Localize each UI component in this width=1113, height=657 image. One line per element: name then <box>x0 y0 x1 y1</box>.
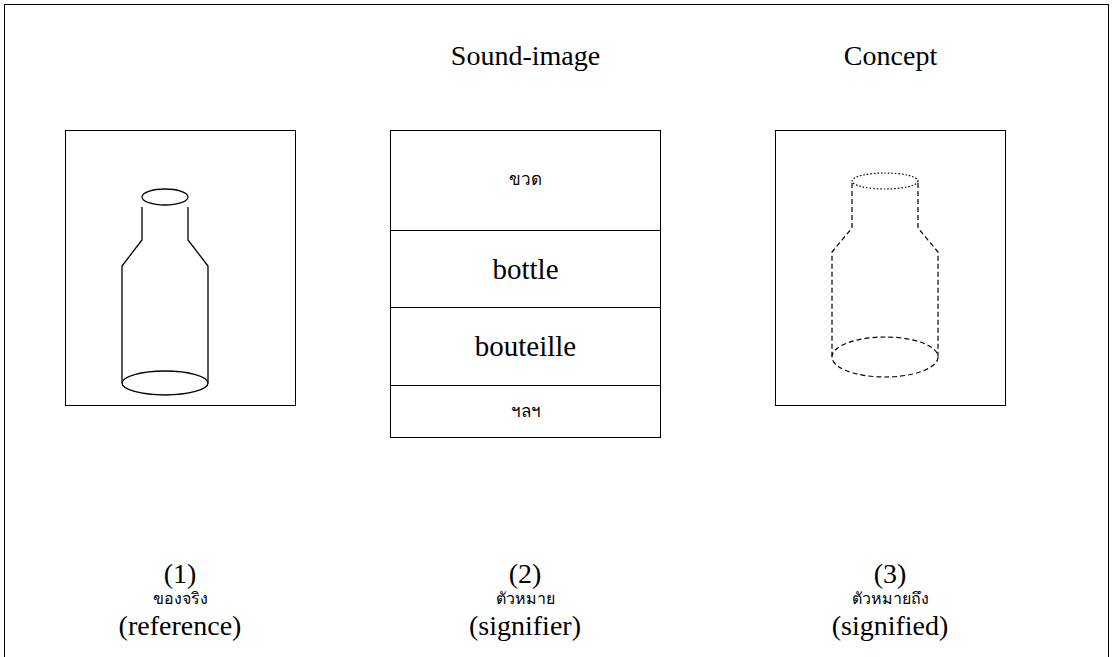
caption-text: ตัวหมาย <box>496 590 555 608</box>
caption-text: ตัวหมายถึง <box>852 590 929 608</box>
callout-number: (2) <box>509 558 542 590</box>
signified-box: Concept <box>775 130 1006 406</box>
word-text: bottle <box>492 254 558 286</box>
word-band: bottle <box>390 230 661 308</box>
bottle-left-side <box>122 207 142 383</box>
word-text: ฯลฯ <box>511 403 541 422</box>
caption-text: (reference) <box>119 610 242 642</box>
bottle-mouth <box>142 189 188 205</box>
concept-bottle <box>832 173 938 377</box>
caption-text: (signifier) <box>469 610 581 642</box>
reference-box <box>66 131 296 406</box>
bottle-base <box>122 371 208 395</box>
bottle-right-side <box>188 207 208 383</box>
bottle-mouth <box>852 173 918 189</box>
bottle-right-side <box>918 183 938 356</box>
callout-number: (1) <box>164 558 197 590</box>
word-text: bouteille <box>475 331 576 363</box>
bottle-base <box>832 337 938 377</box>
outer-frame <box>5 5 1109 657</box>
real-bottle <box>122 189 208 395</box>
caption-text: (signified) <box>832 610 949 642</box>
caption-text: ของจริง <box>153 590 208 608</box>
signifier-box: Sound-imageขวดbottlebouteilleฯลฯ <box>390 130 661 438</box>
box-heading: Sound-image <box>351 39 700 73</box>
box-heading: Concept <box>736 39 1045 73</box>
word-text: ขวด <box>509 171 542 190</box>
callout-number: (3) <box>874 558 907 590</box>
word-band: ขวด <box>390 130 661 231</box>
word-band: bouteille <box>390 307 661 386</box>
bottle-left-side <box>832 183 852 356</box>
word-band: ฯลฯ <box>390 385 661 438</box>
